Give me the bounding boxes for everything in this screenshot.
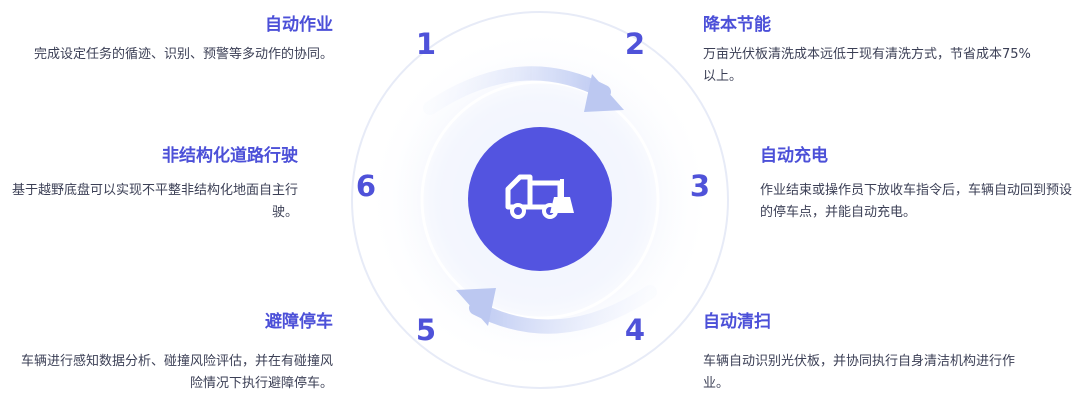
step-number-4: 4 bbox=[624, 313, 646, 347]
step-desc-5: 车辆进行感知数据分析、碰撞风险评估，并在有碰撞风险情况下执行避障停车。 bbox=[20, 354, 333, 391]
step-number-1: 1 bbox=[415, 27, 437, 61]
step-title-3: 自动充电 bbox=[760, 146, 828, 166]
step-desc-1: 完成设定任务的循迹、识别、预警等多动作的协同。 bbox=[33, 47, 333, 62]
step-title-4: 自动清扫 bbox=[703, 312, 771, 332]
step-title-5: 避障停车 bbox=[265, 312, 333, 332]
step-title-6: 非结构化道路行驶 bbox=[162, 146, 298, 166]
center-hub bbox=[468, 127, 612, 271]
step-number-2: 2 bbox=[624, 27, 646, 61]
step-desc-4: 车辆自动识别光伏板，并协同执行自身清洁机构进行作业。 bbox=[703, 354, 1016, 391]
step-desc-3: 作业结束或操作员下放收车指令后，车辆自动回到预设的停车点，并能自动充电。 bbox=[760, 183, 1073, 220]
step-desc-6: 基于越野底盘可以实现不平整非结构化地面自主行驶。 bbox=[11, 183, 298, 220]
step-title-2: 降本节能 bbox=[703, 15, 771, 35]
step-desc-2: 万亩光伏板清洗成本远低于现有清洗方式，节省成本75%以上。 bbox=[703, 47, 1031, 84]
sweeper-truck-icon bbox=[468, 127, 612, 271]
step-number-3: 3 bbox=[689, 169, 711, 203]
step-title-1: 自动作业 bbox=[265, 15, 333, 35]
top-curved-arrow bbox=[423, 66, 624, 115]
bottom-curved-arrow bbox=[456, 285, 657, 334]
step-number-6: 6 bbox=[355, 169, 377, 203]
step-number-5: 5 bbox=[415, 313, 437, 347]
